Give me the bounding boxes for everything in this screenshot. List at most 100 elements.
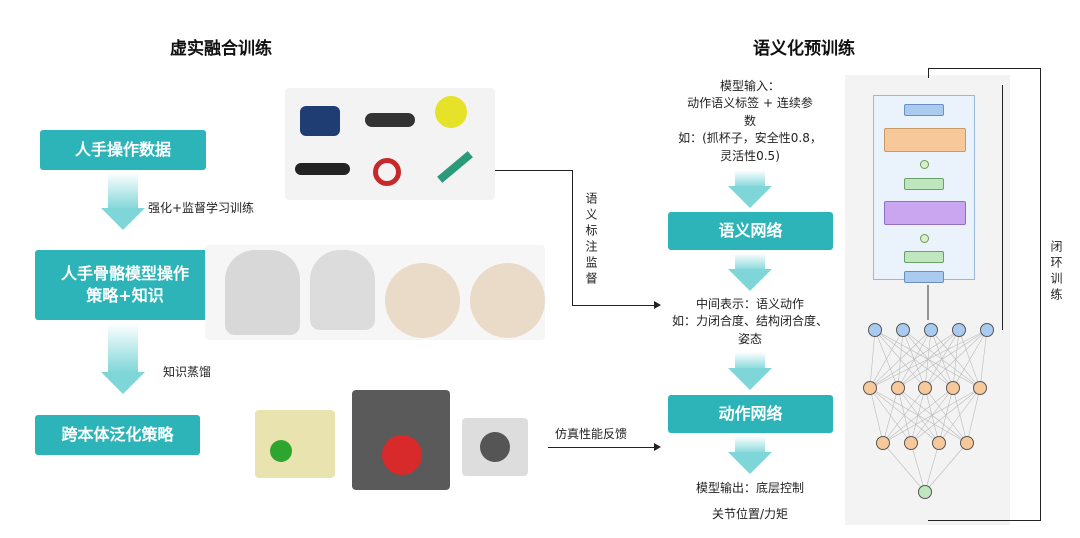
human-operation-data-box: 人手操作数据 bbox=[40, 130, 206, 170]
nn-edge bbox=[874, 329, 926, 389]
action-network-box: 动作网络 bbox=[668, 395, 833, 433]
nn-node bbox=[904, 436, 918, 450]
nn-edge bbox=[958, 329, 981, 389]
nn-node bbox=[891, 381, 905, 395]
arrow-down bbox=[735, 436, 765, 454]
neural-network-diagram bbox=[863, 285, 994, 499]
model-output-text: 模型输出：底层控制 bbox=[695, 481, 804, 495]
nn-edge bbox=[902, 329, 981, 389]
connector-line bbox=[572, 305, 656, 306]
nn-edge bbox=[882, 442, 926, 493]
nn-edge bbox=[952, 329, 988, 389]
nn-edge bbox=[869, 329, 932, 389]
arrow-head bbox=[728, 452, 772, 474]
nn-edge bbox=[938, 387, 981, 444]
model-input-text: 模型输入： 动作语义标签 + 连续参 数 如：(抓杯子，安全性0.8， 灵活性0… bbox=[650, 78, 850, 165]
text-line: 模型输入： bbox=[719, 79, 780, 93]
arrow-head bbox=[728, 269, 772, 291]
nn-edge bbox=[882, 387, 954, 444]
nn-node bbox=[863, 381, 877, 395]
nn-edge bbox=[910, 387, 981, 444]
box-line: 人手骨骼模型操作 bbox=[60, 264, 189, 284]
nn-edge bbox=[924, 442, 940, 493]
nn-node bbox=[980, 323, 994, 337]
text-line: 数 bbox=[743, 113, 756, 128]
box-line: 策略+知识 bbox=[86, 286, 164, 305]
nn-edge bbox=[910, 442, 926, 493]
arrow-label-distillation: 知识蒸馏 bbox=[163, 365, 212, 379]
closed-loop-label: 闭环训练 bbox=[1049, 240, 1063, 304]
nn-node bbox=[896, 323, 910, 337]
nn-node bbox=[918, 485, 932, 499]
text-line: 灵活性0.5) bbox=[720, 148, 780, 163]
hand-grasp-photos bbox=[285, 88, 495, 200]
intermediate-representation-text: 中间表示：语义动作 如：力闭合度、结构闭合度、 姿态 bbox=[650, 296, 850, 348]
sim-robot-hand-image bbox=[255, 410, 335, 478]
nn-edge bbox=[882, 387, 926, 444]
nn-edge bbox=[882, 387, 981, 444]
arrow-down bbox=[108, 323, 138, 373]
nn-edge bbox=[938, 387, 954, 444]
nn-edge bbox=[897, 387, 940, 444]
nn-node bbox=[973, 381, 987, 395]
nn-node bbox=[918, 381, 932, 395]
nn-edge bbox=[897, 387, 968, 444]
semantic-network-box: 语义网络 bbox=[668, 212, 833, 250]
nn-edge bbox=[966, 387, 981, 444]
transformer-block bbox=[873, 95, 975, 283]
arrow-head-icon bbox=[654, 301, 661, 309]
sim-feedback-label: 仿真性能反馈 bbox=[555, 427, 628, 441]
nn-edge bbox=[979, 329, 988, 389]
arrow-head bbox=[728, 368, 772, 390]
cross-embodiment-policy-box: 跨本体泛化策略 bbox=[35, 415, 200, 455]
text-line: 如：(抓杯子，安全性0.8， bbox=[678, 131, 822, 146]
nn-node bbox=[932, 436, 946, 450]
nn-node bbox=[868, 323, 882, 337]
semantic-supervision-label: 语义标注监督 bbox=[584, 192, 598, 288]
nn-edge bbox=[869, 329, 904, 389]
left-title: 虚实融合训练 bbox=[170, 39, 272, 59]
hand-skeleton-policy-box: 人手骨骼模型操作 策略+知识 bbox=[35, 250, 215, 320]
nn-node bbox=[924, 323, 938, 337]
nn-edge bbox=[924, 442, 968, 493]
nn-edge bbox=[924, 329, 988, 389]
real-robot-hand-image bbox=[352, 390, 450, 490]
arrow-head-icon bbox=[654, 443, 661, 451]
text-line: 动作语义标签 + 连续参 bbox=[687, 96, 813, 111]
arrow-down bbox=[108, 172, 138, 210]
right-title: 语义化预训练 bbox=[753, 39, 855, 59]
nn-edge bbox=[874, 329, 981, 389]
feedback-line bbox=[548, 447, 656, 448]
loop-line bbox=[928, 68, 929, 78]
loop-line bbox=[928, 520, 1040, 521]
connector-line bbox=[495, 170, 573, 171]
arrow-head bbox=[101, 372, 145, 394]
nn-node bbox=[960, 436, 974, 450]
nn-edge bbox=[897, 329, 988, 389]
joint-output-text: 关节位置/力矩 bbox=[711, 507, 789, 521]
robot-hand-top-image bbox=[462, 418, 528, 476]
nn-edge bbox=[869, 329, 960, 389]
arrow-down bbox=[735, 352, 765, 370]
arrow-down bbox=[735, 253, 765, 271]
nn-edge bbox=[869, 329, 876, 389]
arrow-label-training: 强化+监督学习训练 bbox=[148, 201, 255, 215]
hand-skeleton-images bbox=[205, 245, 545, 340]
nn-edge bbox=[897, 387, 912, 444]
nn-edge bbox=[952, 387, 968, 444]
text-line: 如：力闭合度、结构闭合度、 bbox=[671, 314, 828, 329]
connector-line bbox=[572, 170, 573, 306]
text-line: 中间表示：语义动作 bbox=[695, 297, 804, 311]
arrow-down bbox=[735, 170, 765, 188]
nn-edge bbox=[869, 329, 988, 389]
nn-edge bbox=[882, 387, 899, 444]
loop-line bbox=[928, 68, 1040, 69]
nn-edge bbox=[869, 387, 884, 444]
loop-line bbox=[1040, 68, 1041, 521]
nn-node bbox=[876, 436, 890, 450]
nn-edge bbox=[930, 329, 981, 389]
loop-line-inner bbox=[1002, 85, 1003, 330]
nn-node bbox=[946, 381, 960, 395]
arrow-head bbox=[728, 186, 772, 208]
arrow-head bbox=[101, 208, 145, 230]
